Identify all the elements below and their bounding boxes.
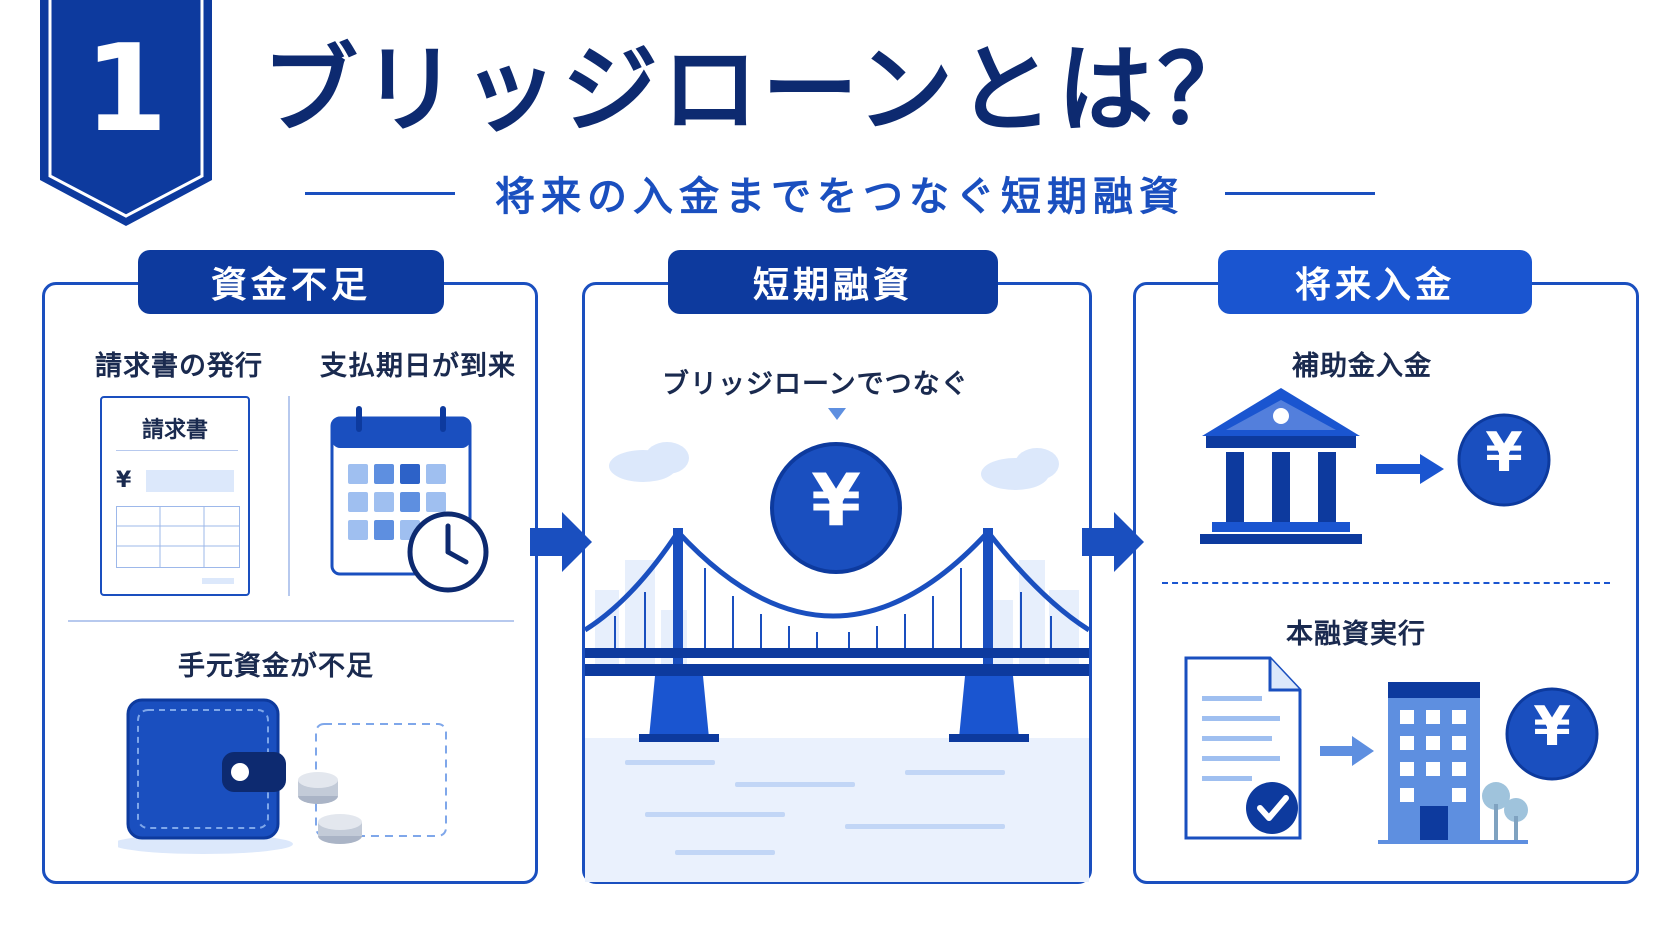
label-invoice-issued: 請求書の発行: [95, 351, 263, 382]
subtitle-divider-left: [305, 191, 455, 195]
calendar-clock-icon: [330, 406, 489, 593]
arrow-small-icon-2: [1320, 736, 1374, 766]
label-bridge-caption: ブリッジローンでつなぐ: [662, 369, 969, 400]
document-check-icon: [1184, 656, 1302, 840]
step-number: 1: [84, 20, 168, 159]
label-subsidy: 補助金入金: [1292, 351, 1432, 382]
invoice-icon: 請求書 ¥: [100, 396, 250, 596]
office-building-icon: [1378, 682, 1528, 844]
dashed-divider: [1162, 582, 1610, 584]
yen-symbol-loan: ¥: [1533, 695, 1571, 758]
wallet-icon: [118, 698, 447, 854]
yen-symbol-subsidy: ¥: [1485, 421, 1523, 484]
panel-heading-loan: 短期融資: [668, 250, 998, 314]
yen-coin-icon-center: [770, 442, 902, 574]
yen-coin-icon-subsidy: [1457, 413, 1551, 507]
vertical-divider: [288, 396, 290, 596]
subtitle-row: 将来の入金までをつなぐ短期融資: [305, 168, 1375, 220]
label-main-loan: 本融資実行: [1286, 619, 1426, 650]
page-subtitle: 将来の入金までをつなぐ短期融資: [495, 174, 1185, 220]
invoice-title: 請求書: [141, 418, 208, 443]
caret-down-icon: [828, 408, 846, 420]
arrow-small-icon-1: [1376, 454, 1444, 484]
arrow-right-icon-1: [530, 512, 592, 572]
subtitle-divider-right: [1225, 191, 1375, 195]
invoice-currency: ¥: [116, 468, 132, 493]
bank-icon: [1200, 388, 1362, 544]
arrow-right-icon-2: [1082, 512, 1144, 572]
panel-heading-income: 将来入金: [1218, 250, 1532, 314]
page-title: ブリッジローンとは？: [262, 34, 1258, 146]
yen-symbol-center: ¥: [810, 458, 862, 542]
yen-coin-icon-loan: [1505, 687, 1599, 781]
label-due-date: 支払期日が到来: [320, 351, 516, 382]
step-badge: 1: [40, 0, 212, 228]
panel-heading-shortage: 資金不足: [138, 250, 444, 314]
bridge-illustration: [585, 442, 1089, 882]
horizontal-divider: [68, 620, 514, 622]
label-cash-shortage: 手元資金が不足: [178, 651, 374, 682]
